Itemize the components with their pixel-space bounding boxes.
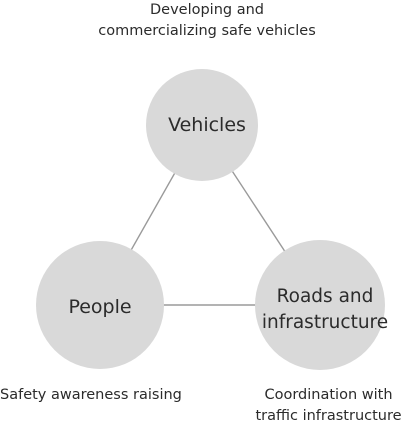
vehicles-caption-line-1: Developing and [149,2,264,18]
roads-circle [255,240,385,370]
roads-label-line-1: Roads and [276,286,374,307]
people-label-line-1: People [68,296,132,318]
vehicles-caption-line-2: commercializing safe vehicles [98,23,316,39]
vehicles-circle [146,69,258,181]
people-caption: Safety awareness raising [0,385,190,406]
roads-caption-line-2: traffic infrastructure [255,408,402,424]
roads-caption-line-1: Coordination with [264,387,393,403]
people-circle [36,241,164,369]
vehicles-label: Vehicles [145,112,269,138]
roads-label-line-2: infrastructure [261,312,389,333]
people-caption-line-1: Safety awareness raising [0,387,182,403]
vehicles-caption: Developing and commercializing safe vehi… [87,0,327,42]
roads-label: Roads and infrastructure [253,284,397,336]
people-label: People [38,294,162,320]
vehicles-label-line-1: Vehicles [168,114,246,136]
roads-caption: Coordination with traffic infrastructure [243,385,414,427]
